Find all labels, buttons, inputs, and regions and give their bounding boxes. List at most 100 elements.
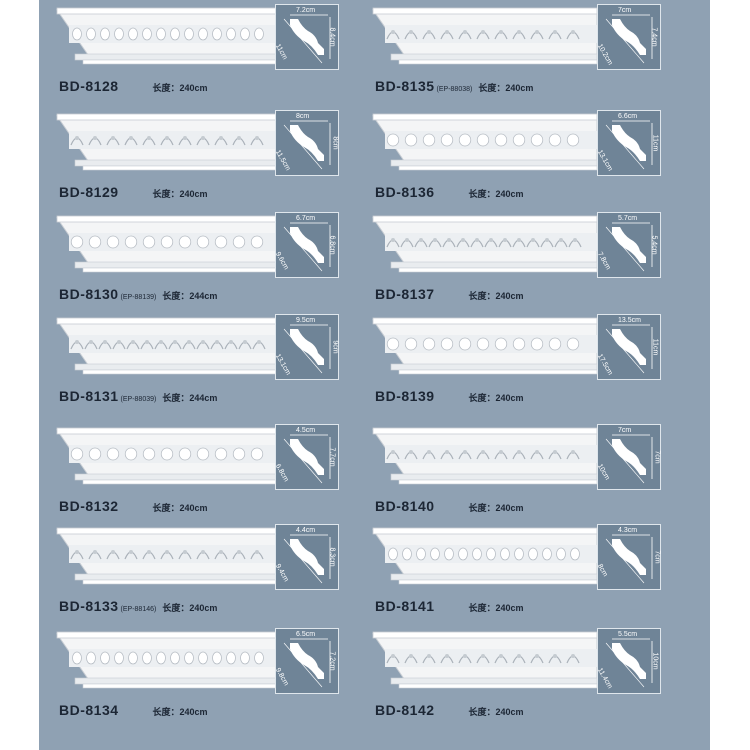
product-code: BD-8131 [59,388,119,404]
product-code: BD-8130 [59,286,119,302]
height-dimension: 8.4cm [328,27,336,47]
length-text: 长度：240cm [468,503,524,513]
profile-diagram [283,434,331,484]
molding-image [372,113,597,171]
height-dimension: 8.3cm [328,547,336,567]
profile-diagram [605,434,653,484]
molding-photo [369,524,597,596]
width-dimension: 13.5cm [618,317,641,324]
molding-photo [369,212,597,284]
length-text: 长度：240cm [152,189,208,199]
length-text: 长度：240cm [162,603,218,613]
molding-photo [53,314,281,386]
reference-code: (EP-88146) [120,606,157,613]
width-dimension: 6.5cm [296,631,316,638]
product-code: BD-8135 [375,78,435,94]
molding-image [56,527,281,585]
profile-diagram [605,638,653,688]
length-text: 长度：244cm [162,393,218,403]
length-text: 长度：240cm [468,393,524,403]
product-label: BD-8130(EP-88139)长度：244cm [59,286,217,304]
width-dimension: 6.6cm [618,113,638,120]
height-dimension: 7cm [653,550,661,564]
molding-image [372,527,597,585]
molding-image [372,215,597,273]
product-code: BD-8141 [375,598,435,614]
length-text: 长度：240cm [152,707,208,717]
molding-image [56,7,281,65]
product-code: BD-8139 [375,388,435,404]
profile-diagram [605,120,653,170]
profile-diagram [283,222,331,272]
molding-image [56,317,281,375]
width-dimension: 4.3cm [618,527,638,534]
length-text: 长度：240cm [468,291,524,301]
molding-image [372,317,597,375]
product-label: BD-8137 长度：240cm [375,286,524,304]
product-code: BD-8137 [375,286,435,302]
profile-diagram [283,120,331,170]
length-text: 长度：244cm [162,291,218,301]
molding-image [372,427,597,485]
molding-image [372,7,597,65]
profile-diagram [283,638,331,688]
length-text: 长度：240cm [478,83,534,93]
height-dimension: 7cm [653,450,661,464]
height-dimension: 10cm [651,652,659,670]
molding-image [372,631,597,689]
product-label: BD-8134 长度：240cm [59,702,208,720]
width-dimension: 4.4cm [296,527,316,534]
width-dimension: 7cm [618,427,632,434]
molding-photo [53,628,281,700]
product-label: BD-8131(EP-88039)长度：244cm [59,388,217,406]
molding-photo [369,628,597,700]
height-dimension: 11cm [651,134,659,152]
reference-code: (EP-88038) [436,86,473,93]
width-dimension: 9.5cm [296,317,316,324]
width-dimension: 4.5cm [296,427,316,434]
length-text: 长度：240cm [152,83,208,93]
molding-photo [53,4,281,76]
product-code: BD-8134 [59,702,119,718]
height-dimension: 8cm [331,136,339,150]
molding-photo [53,110,281,182]
width-dimension: 8cm [296,113,310,120]
molding-photo [53,424,281,496]
product-code: BD-8142 [375,702,435,718]
molding-image [56,113,281,171]
product-code: BD-8136 [375,184,435,200]
molding-image [56,631,281,689]
profile-diagram [283,534,331,584]
profile-diagram [283,324,331,374]
molding-photo [369,314,597,386]
height-dimension: 6.8cm [328,235,336,255]
profile-diagram [605,534,653,584]
height-dimension: 9cm [331,340,339,354]
